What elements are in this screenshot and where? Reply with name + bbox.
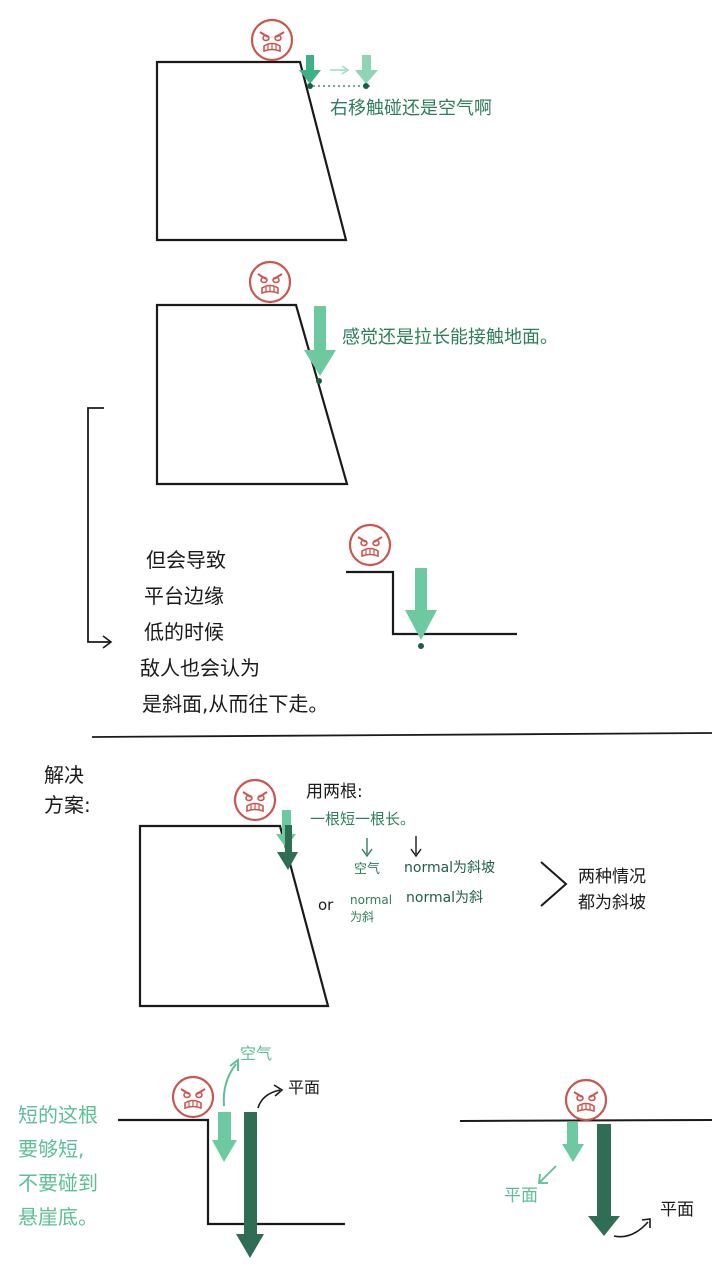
scene6-annotation-strokes [537, 1165, 651, 1238]
scene3-ledge [346, 570, 517, 636]
short-result-normal: normal 为斜 [350, 892, 392, 926]
scene3-note-line: 低的时候 [144, 620, 224, 644]
solution-title: 解决 方案: [44, 760, 91, 820]
flat-label-left: 平面 [504, 1186, 538, 1206]
scene1-platform [155, 60, 348, 242]
raycast-arrow-icon [299, 55, 321, 89]
move-right-indicator [313, 65, 370, 87]
scene1-note: 右移触碰还是空气啊 [330, 98, 492, 119]
raycast-arrow-icon [236, 1112, 264, 1258]
conclusion-line: 两种情况 [578, 867, 646, 887]
raycast-arrow-icon [562, 1122, 584, 1162]
short-ray-note-line: 不要碰到 [18, 1171, 98, 1195]
angry-enemy-icon [248, 260, 292, 304]
short-result-normal-line: normal [350, 893, 393, 907]
conclusion-line: 都为斜坡 [578, 893, 646, 913]
scene4-platform [138, 824, 330, 1008]
raycast-arrow-icon [405, 568, 437, 649]
flat-label-right: 平面 [660, 1200, 694, 1220]
angry-enemy-icon [564, 1078, 608, 1122]
scene3-note-line: 是斜面,从而往下走。 [142, 692, 329, 716]
raycast-arrow-icon [588, 1124, 620, 1236]
raycast-arrow-icon [355, 55, 378, 89]
short-ray-note-line: 短的这根 [18, 1103, 98, 1127]
flat-label: 平面 [288, 1078, 321, 1097]
scene2-platform [155, 303, 349, 486]
raycast-arrow-icon [277, 825, 298, 870]
short-ray-note-line: 悬崖底。 [18, 1205, 98, 1229]
solution-title-line: 方案: [44, 793, 91, 817]
scene3-note-line: 平台边缘 [144, 584, 224, 608]
scene2-note: 感觉还是拉长能接触地面。 [342, 327, 558, 348]
angry-enemy-icon [348, 523, 392, 567]
scene5-annotation-strokes [222, 1058, 284, 1109]
use-two-rays-label: 用两根: [306, 782, 363, 802]
short-result-air: 空气 [354, 862, 381, 877]
or-label: or [318, 896, 334, 914]
long-result-1: normal为斜坡 [404, 860, 496, 876]
solution-title-line: 解决 [44, 763, 84, 787]
bracket-connector [87, 407, 113, 649]
scene3-note-line: 敌人也会认为 [140, 656, 260, 680]
scene3-note: 但会导致 平台边缘 低的时候 敌人也会认为 是斜面,从而往下走。 [140, 542, 328, 722]
air-label: 空气 [240, 1044, 273, 1063]
short-long-label: 一根短一根长。 [310, 810, 416, 828]
long-result-2: normal为斜 [406, 890, 484, 906]
scene5-ledge [118, 1118, 345, 1226]
scene3-note-line: 但会导致 [146, 548, 226, 572]
raycast-arrow-icon [212, 1112, 237, 1162]
raycast-arrow-icon [304, 306, 336, 384]
short-ray-note: 短的这根 要够短, 不要碰到 悬崖底。 [18, 1098, 98, 1234]
angry-enemy-icon [233, 778, 277, 822]
angry-enemy-icon [250, 18, 294, 62]
angry-enemy-icon [171, 1075, 215, 1119]
short-result-normal-line: 为斜 [350, 910, 375, 924]
solution-annotation-strokes [361, 836, 568, 907]
short-ray-note-line: 要够短, [18, 1137, 85, 1161]
conclusion-note: 两种情况 都为斜坡 [578, 864, 646, 916]
section-divider [91, 732, 713, 738]
